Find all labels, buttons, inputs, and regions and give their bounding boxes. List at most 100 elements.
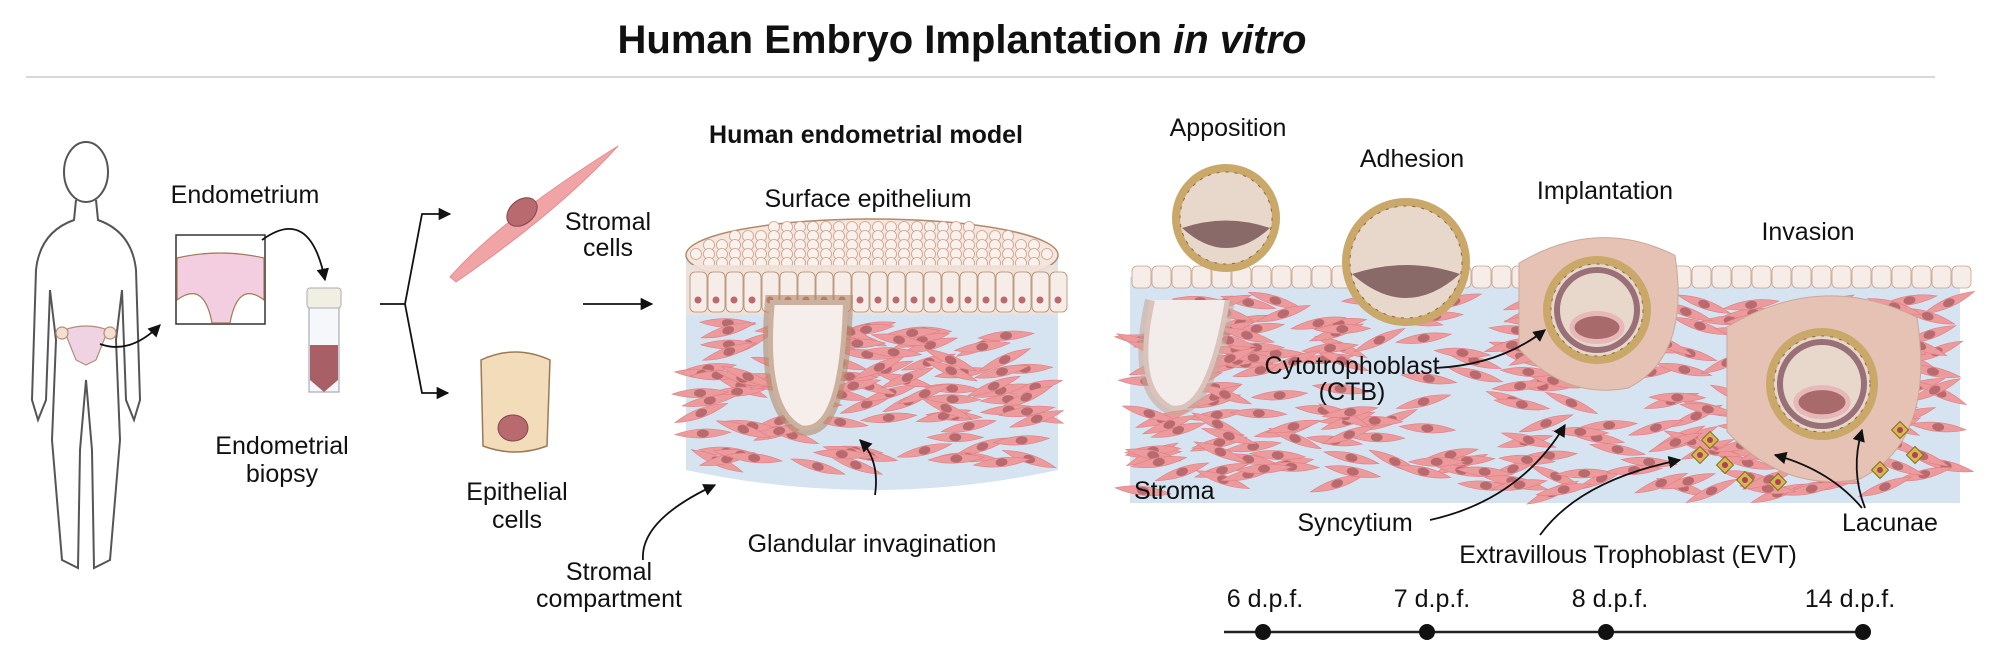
- nucleus: [1891, 461, 1904, 471]
- amnion: [1554, 267, 1640, 353]
- epithelial-cell: [725, 271, 744, 313]
- nucleus: [1923, 330, 1936, 339]
- nucleus: [1574, 427, 1587, 436]
- nucleus: [1018, 296, 1026, 304]
- label-stroma: Stroma: [1134, 477, 1215, 505]
- nucleus: [1247, 442, 1260, 451]
- nucleus: [1742, 477, 1748, 483]
- epithelial-cell: [869, 271, 888, 313]
- stromal-cell: [992, 435, 1051, 446]
- nucleus: [1219, 390, 1231, 399]
- stromal-cell: [953, 341, 1011, 353]
- surface-cell: [1711, 265, 1732, 289]
- stromal-cell: [1922, 291, 1976, 315]
- surface-cell: [1791, 265, 1812, 289]
- epithelial-cell: [905, 271, 924, 313]
- nucleus: [1565, 398, 1578, 408]
- nucleus: [748, 454, 761, 463]
- nucleus: [882, 413, 895, 422]
- nucleus: [1147, 451, 1160, 460]
- nucleus: [1515, 400, 1528, 409]
- nucleus: [1943, 298, 1955, 308]
- stromal-cell: [1324, 465, 1382, 478]
- human-body-icon: [30, 141, 142, 570]
- stage-adhesion: Adhesion: [1360, 145, 1464, 173]
- nucleus: [1172, 426, 1185, 435]
- nucleus: [1479, 481, 1492, 490]
- nucleus: [946, 296, 954, 304]
- nucleus: [928, 296, 936, 304]
- inner-cell-mass: [1352, 265, 1460, 298]
- stromal-cell: [1267, 350, 1321, 372]
- nucleus: [1143, 409, 1156, 418]
- stromal-cell: [999, 385, 1053, 409]
- nucleus: [737, 425, 750, 434]
- nucleus: [1514, 381, 1527, 390]
- nucleus: [976, 342, 989, 351]
- nucleus: [1210, 410, 1223, 420]
- stromal-cell: [972, 456, 1031, 468]
- surface-cell: [1851, 265, 1872, 289]
- nucleus: [847, 381, 860, 391]
- nucleus: [1222, 431, 1235, 441]
- stromal-cell: [880, 367, 935, 388]
- nucleus: [1705, 486, 1718, 496]
- stromal-cell: [923, 348, 978, 372]
- amnion: [1777, 339, 1867, 429]
- nucleus: [1456, 348, 1469, 357]
- nucleus: [1000, 296, 1008, 304]
- nucleus: [1054, 296, 1062, 304]
- nucleus: [1269, 349, 1282, 358]
- stromal-cell: [1121, 405, 1178, 422]
- nucleus: [1697, 452, 1703, 458]
- nucleus: [742, 372, 754, 381]
- nucleus: [1678, 365, 1691, 374]
- nucleus: [1214, 447, 1227, 457]
- nucleus: [1694, 321, 1706, 331]
- stromal-cell: [1455, 466, 1514, 477]
- stromal-cell: [998, 405, 1056, 418]
- nucleus: [1345, 453, 1358, 462]
- nucleus: [1540, 419, 1552, 428]
- nucleus: [874, 296, 882, 304]
- nucleus: [996, 367, 1008, 376]
- nucleus: [1216, 466, 1228, 475]
- stromal-cell: [1433, 347, 1492, 358]
- nucleus: [1030, 414, 1043, 424]
- nucleus: [918, 446, 931, 455]
- nucleus: [1331, 479, 1343, 488]
- nucleus: [946, 395, 959, 404]
- nucleus: [962, 422, 975, 431]
- nucleus: [950, 454, 963, 463]
- nucleus: [946, 384, 959, 393]
- nucleus: [1879, 482, 1891, 492]
- surface-cell: [1251, 265, 1272, 289]
- surface-cell: [1271, 265, 1292, 289]
- nucleus: [1775, 479, 1781, 485]
- embryo-invasion: [1726, 295, 1922, 483]
- surface-cell: [1691, 265, 1712, 289]
- stromal-cell: [681, 394, 739, 407]
- timeline-dot: [1855, 624, 1871, 640]
- nucleus: [861, 350, 874, 359]
- epiblast: [1569, 311, 1625, 344]
- stromal-cell: [1535, 483, 1593, 496]
- nucleus: [703, 396, 716, 405]
- nucleus: [1671, 393, 1684, 402]
- stromal-cell: [1500, 432, 1557, 448]
- stromal-cell: [1265, 419, 1322, 434]
- nucleus: [694, 389, 707, 398]
- nucleus: [722, 326, 735, 335]
- stromal-cell: [1722, 299, 1780, 311]
- epithelial-cell: [887, 271, 906, 313]
- stromal-cell: [1909, 421, 1968, 433]
- nucleus: [1745, 300, 1758, 309]
- stage-apposition: Apposition: [1170, 114, 1287, 142]
- nucleus: [1370, 433, 1383, 442]
- stromal-cell: [725, 452, 783, 464]
- nucleus: [1288, 356, 1300, 366]
- nucleus: [834, 418, 847, 427]
- nucleus: [1373, 335, 1386, 345]
- nucleus: [1389, 457, 1401, 466]
